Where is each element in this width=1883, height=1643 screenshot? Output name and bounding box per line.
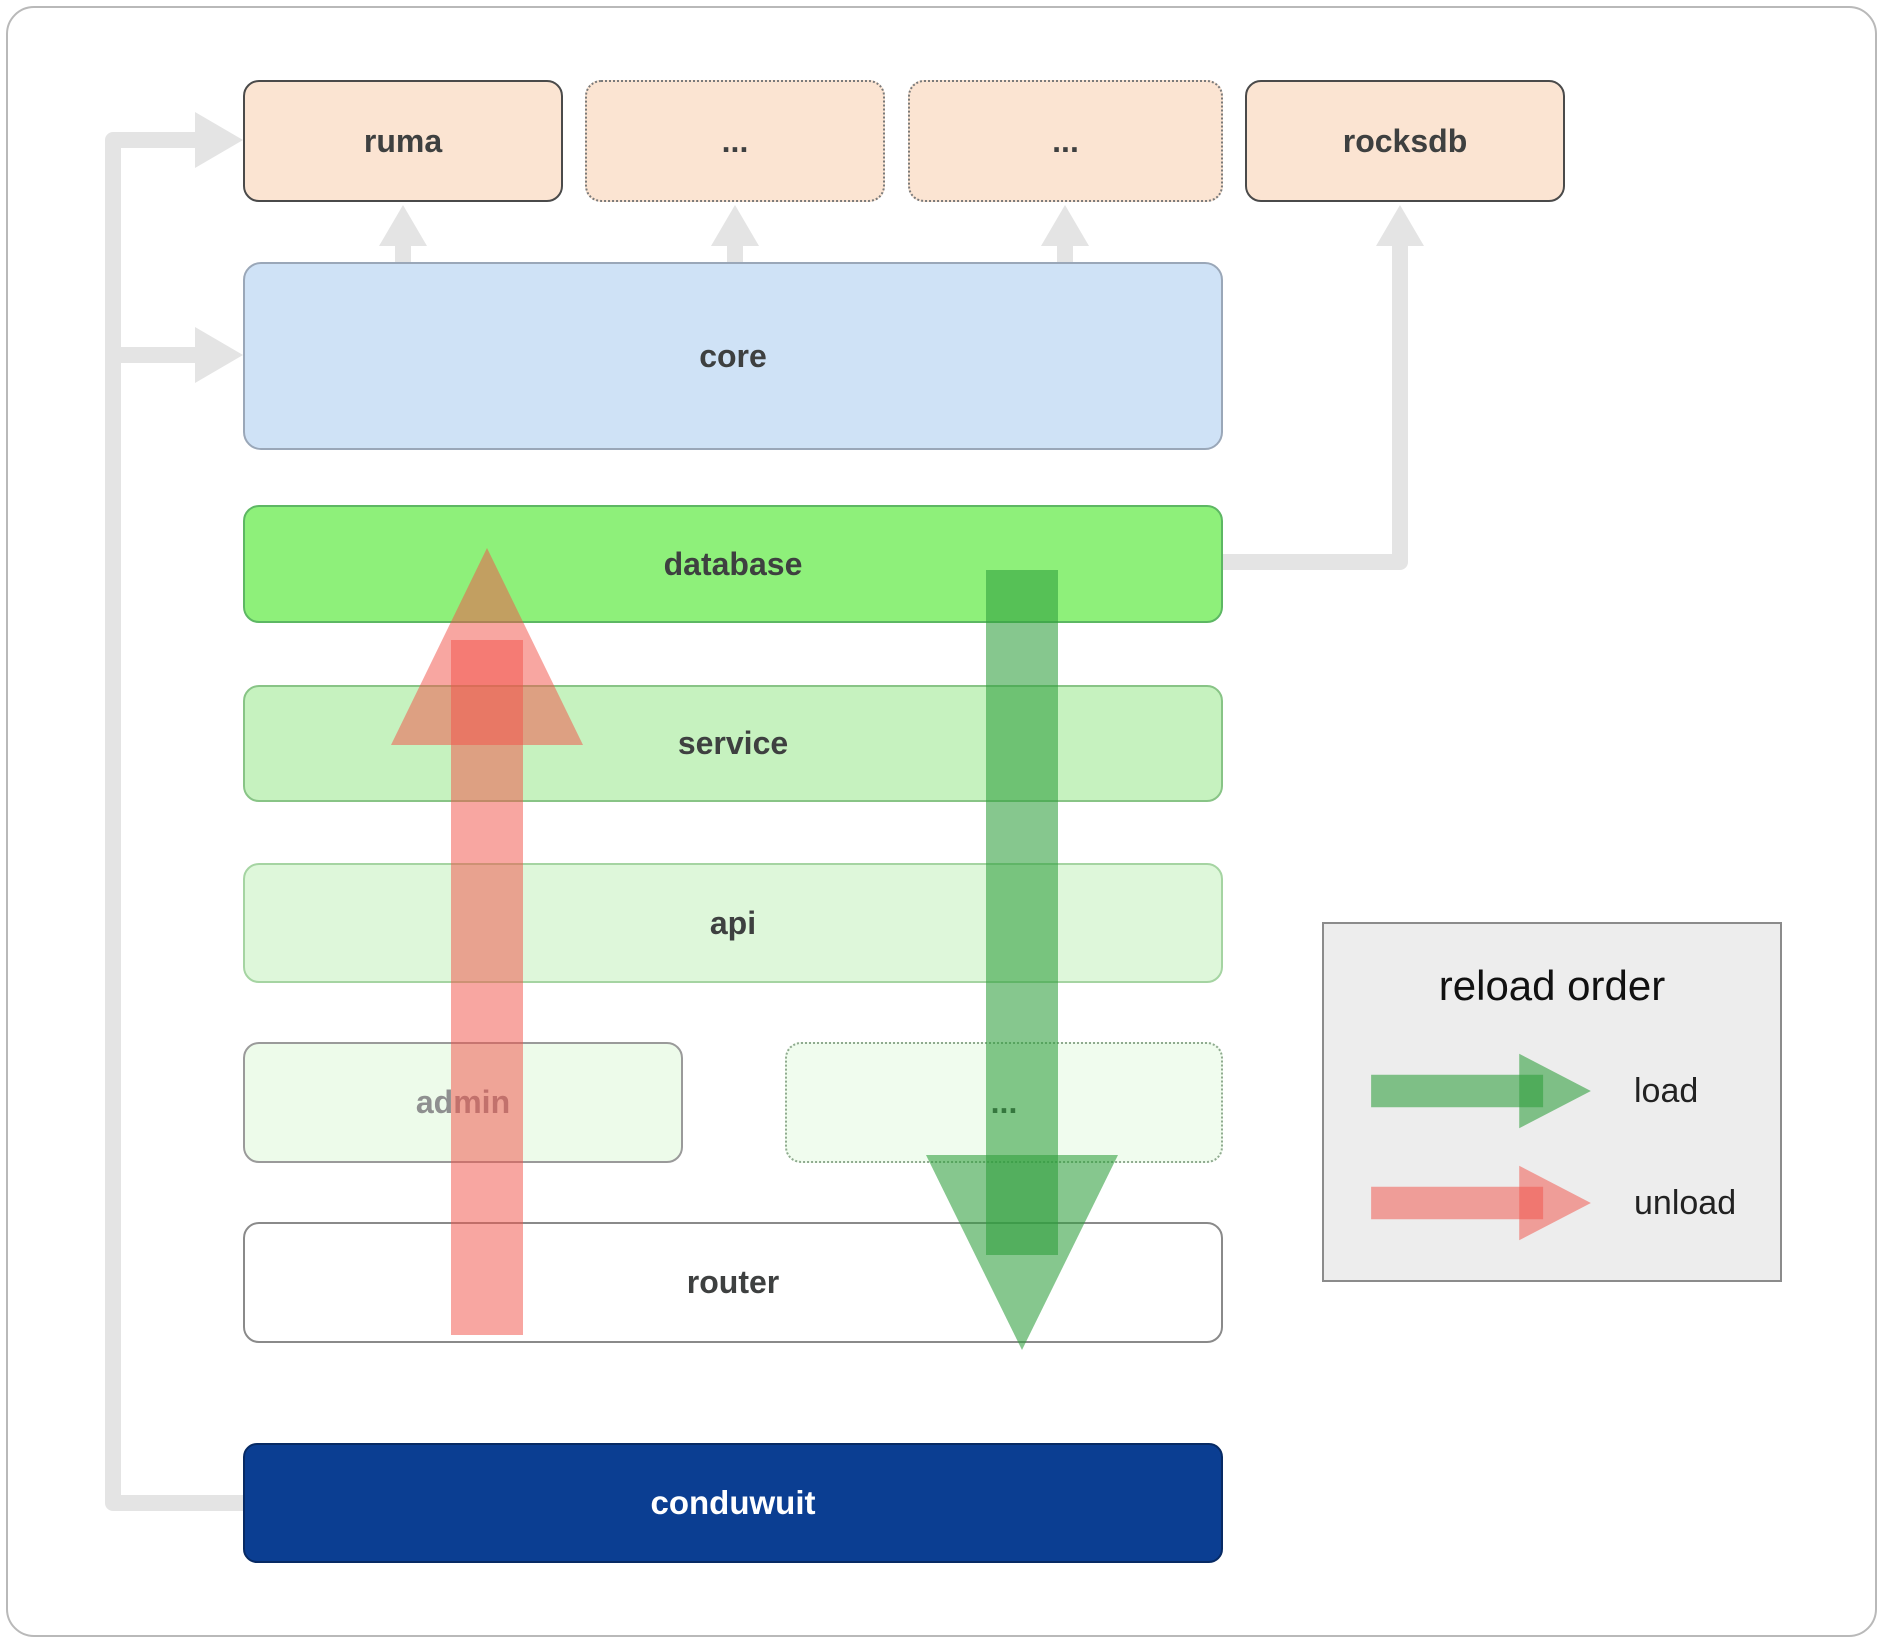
node-conduwuit: conduwuit [243,1443,1223,1563]
node-dep1: ... [585,80,885,202]
outer-frame [6,6,1877,1637]
node-rocksdb: rocksdb [1245,80,1565,202]
node-database-label: database [663,545,803,582]
node-ruma-label: ruma [363,122,443,159]
node-service: service [243,685,1223,802]
node-service-label: service [677,725,789,761]
legend-label-unload: unload [1634,1183,1737,1222]
node-dep1-label: ... [721,122,749,159]
node-admin: admin [243,1042,683,1163]
node-core: core [243,262,1223,450]
node-rocksdb-label: rocksdb [1342,122,1468,159]
node-database: database [243,505,1223,623]
legend-title: reload order [1438,962,1666,1009]
node-admin-more: ... [785,1042,1223,1163]
node-router: router [243,1222,1223,1343]
node-core-label: core [699,337,767,374]
node-ruma: ruma [243,80,563,202]
legend-label-load: load [1634,1071,1699,1110]
legend-box: reload order load unload [1322,922,1782,1282]
node-api-label: api [709,904,757,941]
node-api: api [243,863,1223,983]
node-conduwuit-label: conduwuit [650,1484,816,1521]
node-admin-more-label: ... [990,1084,1018,1120]
legend-row-load: load [1324,1048,1780,1134]
legend-row-unload: unload [1324,1160,1780,1246]
unload-arrow-icon [1371,1165,1591,1241]
load-arrow-icon [1371,1053,1591,1129]
node-admin-label: admin [415,1084,511,1120]
node-router-label: router [686,1264,780,1300]
node-dep2-label: ... [1052,122,1079,159]
node-dep2: ... [908,80,1223,202]
